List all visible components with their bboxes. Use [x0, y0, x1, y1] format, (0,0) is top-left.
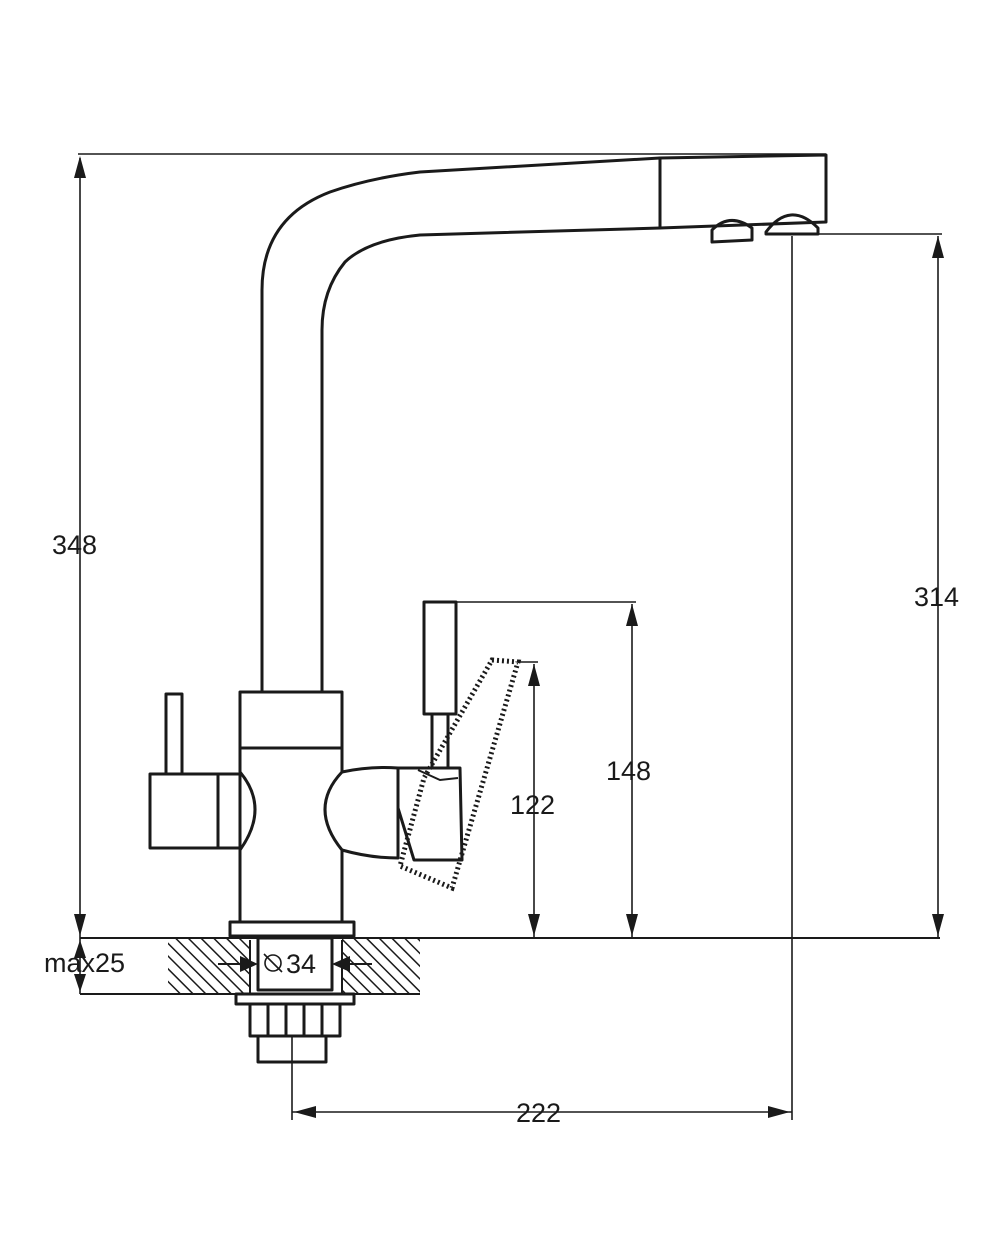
- aerator-right: [764, 213, 820, 236]
- left-handle-housing: [148, 772, 242, 850]
- dim-label-348: 348: [52, 530, 97, 560]
- spout: [260, 153, 828, 694]
- main-body: [238, 746, 344, 924]
- dimension-lines: [74, 153, 944, 1120]
- aerator-left: [710, 219, 754, 244]
- right-handle-housing: [340, 766, 400, 860]
- dim-label-max25: max25: [44, 948, 125, 978]
- countertop-section: [80, 936, 940, 998]
- base-plate: [228, 920, 356, 938]
- alternate-lever-position: [397, 657, 522, 892]
- right-lever-stem: [430, 712, 450, 770]
- dim-label-diameter: 34: [286, 949, 316, 979]
- dim-label-148: 148: [606, 756, 651, 786]
- dim-label-222: 222: [516, 1098, 561, 1128]
- body-collar: [238, 690, 344, 750]
- dim-label-122: 122: [510, 790, 555, 820]
- faucet-body: [148, 153, 828, 1064]
- right-handle-knob: [396, 766, 464, 862]
- left-lever: [164, 692, 184, 776]
- right-lever: [422, 600, 458, 716]
- mount-nut: [248, 1002, 342, 1038]
- dim-label-314: 314: [914, 582, 959, 612]
